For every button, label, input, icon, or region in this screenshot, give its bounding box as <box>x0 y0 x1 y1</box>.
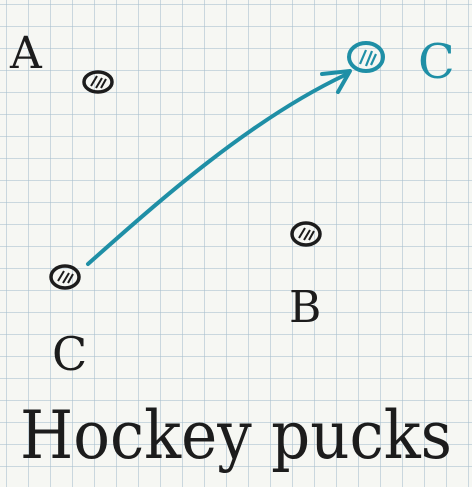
movement-arrow <box>86 69 352 266</box>
puck-c-end <box>347 41 385 73</box>
label-c-end: C <box>418 34 455 90</box>
puck-c-start <box>49 264 81 290</box>
puck-b <box>290 221 322 247</box>
caption: Hockey pucks <box>20 397 452 474</box>
label-c-start: C <box>52 327 87 381</box>
label-a: A <box>9 28 43 79</box>
puck-a <box>82 70 114 94</box>
label-b: B <box>289 282 321 333</box>
